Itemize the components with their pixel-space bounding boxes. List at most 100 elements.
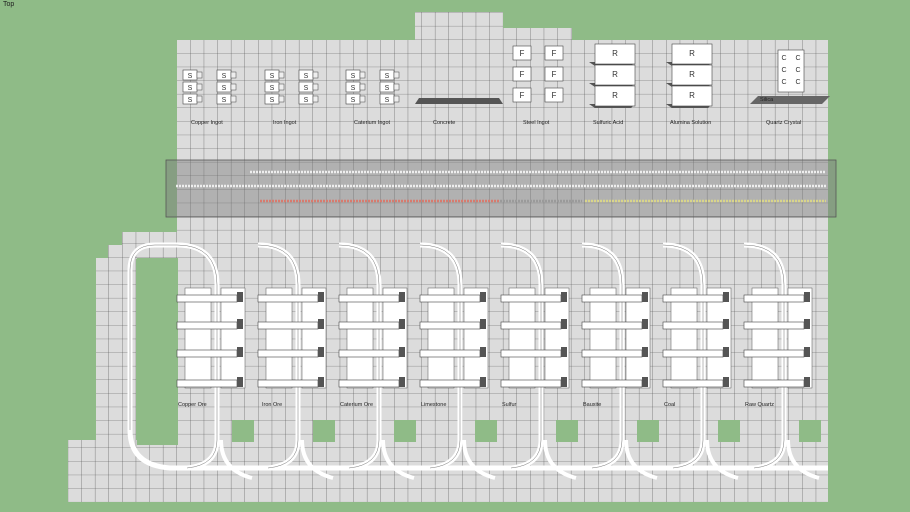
- rail-branch-edge: [581, 244, 623, 469]
- machine-letter: S: [385, 97, 390, 104]
- smelter-port: [278, 71, 285, 79]
- storage-platform[interactable]: [662, 294, 724, 303]
- foundry[interactable]: [544, 87, 564, 103]
- floor-cutout: [718, 420, 740, 442]
- refinery[interactable]: [671, 43, 713, 65]
- smelter-port: [393, 71, 400, 79]
- station-building[interactable]: [589, 287, 617, 389]
- station-sulfur[interactable]: Sulfur: [500, 242, 578, 480]
- platform-connector: [804, 319, 810, 329]
- storage-platform[interactable]: [257, 294, 319, 303]
- storage-platform[interactable]: [581, 379, 643, 388]
- refinery[interactable]: [671, 85, 713, 107]
- constructor-block[interactable]: [415, 98, 503, 104]
- station-copper-ore[interactable]: Copper Ore: [176, 242, 254, 480]
- refinery[interactable]: [671, 64, 713, 86]
- platform-connector: [723, 377, 729, 387]
- storage-platform[interactable]: [257, 379, 319, 388]
- station-iron-ore[interactable]: Iron Ore: [257, 242, 335, 480]
- station-building[interactable]: [184, 287, 212, 389]
- smelter-port: [359, 83, 366, 91]
- storage-platform[interactable]: [176, 294, 238, 303]
- platform-connector: [723, 347, 729, 357]
- smelter-port: [278, 83, 285, 91]
- smelter-port: [393, 95, 400, 103]
- storage-platform[interactable]: [662, 379, 724, 388]
- storage-platform[interactable]: [419, 349, 481, 358]
- station-concrete[interactable]: Concrete: [415, 98, 503, 126]
- storage-platform[interactable]: [257, 349, 319, 358]
- storage-platform[interactable]: [419, 321, 481, 330]
- refinery[interactable]: [594, 43, 636, 65]
- smelter-port: [196, 83, 203, 91]
- storage-platform[interactable]: [743, 321, 805, 330]
- station-building[interactable]: [751, 287, 779, 389]
- ore-label: Bauxite: [583, 402, 601, 408]
- station-building[interactable]: [265, 287, 293, 389]
- foundry[interactable]: [544, 66, 564, 82]
- machine-letter: F: [520, 49, 525, 58]
- smelter-port: [312, 83, 319, 91]
- storage-platform[interactable]: [257, 321, 319, 330]
- storage-platform[interactable]: [581, 321, 643, 330]
- storage-platform[interactable]: [500, 349, 562, 358]
- station-building[interactable]: [625, 287, 651, 389]
- storage-platform[interactable]: [743, 294, 805, 303]
- station-coal[interactable]: Coal: [662, 242, 740, 480]
- station-building[interactable]: [301, 287, 327, 389]
- storage-platform[interactable]: [338, 349, 400, 358]
- platform-connector: [642, 292, 648, 302]
- storage-platform[interactable]: [338, 294, 400, 303]
- storage-platform[interactable]: [176, 321, 238, 330]
- station-building[interactable]: [544, 287, 570, 389]
- storage-platform[interactable]: [419, 379, 481, 388]
- floor-cutout: [394, 420, 416, 442]
- storage-platform[interactable]: [743, 349, 805, 358]
- storage-platform[interactable]: [338, 321, 400, 330]
- station-building[interactable]: [463, 287, 489, 389]
- constructor[interactable]: [777, 49, 805, 93]
- refinery[interactable]: [594, 64, 636, 86]
- station-limestone[interactable]: Limestone: [419, 242, 497, 480]
- station-bauxite[interactable]: Bauxite: [581, 242, 659, 480]
- station-caterium-ore[interactable]: Caterium Ore: [338, 242, 416, 480]
- storage-platform[interactable]: [662, 349, 724, 358]
- station-building[interactable]: [508, 287, 536, 389]
- station-building[interactable]: [220, 287, 246, 389]
- foundry[interactable]: [512, 45, 532, 61]
- storage-platform[interactable]: [581, 349, 643, 358]
- machine-letter: S: [222, 97, 227, 104]
- station-building[interactable]: [427, 287, 455, 389]
- storage-platform[interactable]: [581, 294, 643, 303]
- station-building[interactable]: [787, 287, 813, 389]
- storage-platform[interactable]: [500, 294, 562, 303]
- storage-platform[interactable]: [743, 379, 805, 388]
- machine-letter: R: [689, 49, 695, 58]
- rail-branch-edge: [419, 244, 461, 469]
- foundry[interactable]: [512, 87, 532, 103]
- foundry[interactable]: [544, 45, 564, 61]
- storage-platform[interactable]: [419, 294, 481, 303]
- station-building[interactable]: [706, 287, 732, 389]
- refinery[interactable]: [594, 85, 636, 107]
- storage-platform[interactable]: [500, 379, 562, 388]
- storage-platform[interactable]: [338, 379, 400, 388]
- platform-connector: [804, 292, 810, 302]
- storage-platform[interactable]: [500, 321, 562, 330]
- storage-platform[interactable]: [176, 349, 238, 358]
- station-building[interactable]: [346, 287, 374, 389]
- storage-platform[interactable]: [176, 379, 238, 388]
- foundry[interactable]: [512, 66, 532, 82]
- station-building[interactable]: [382, 287, 408, 389]
- station-building[interactable]: [670, 287, 698, 389]
- station-raw-quartz[interactable]: Raw Quartz: [743, 242, 821, 480]
- storage-platform[interactable]: [662, 321, 724, 330]
